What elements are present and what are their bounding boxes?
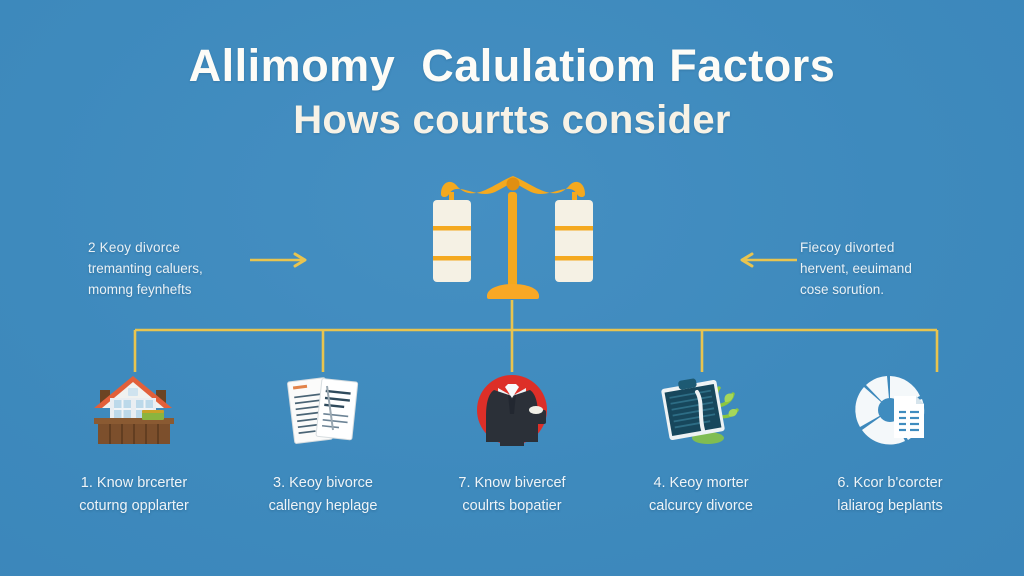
right-annotation: Fiecoy divorted hervent, eeuimand cose s…	[800, 238, 1000, 301]
factor-caption-line-2: coulrts bopatier	[462, 498, 562, 515]
left-annotation-line-3: momng feynhefts	[88, 281, 192, 297]
pie-chart-document-icon	[842, 372, 938, 448]
factor-item-caption: 3. Keoy bivorce callengy heplage	[269, 472, 378, 518]
factor-item[interactable]: 4. Keoy morter calcurcy divorce	[613, 372, 789, 518]
factor-item-caption: 6. Kcor b'corcter laliarog beplants	[837, 472, 943, 518]
factor-item-caption: 4. Keoy morter calcurcy divorce	[649, 472, 753, 518]
left-annotation-line-1: 2 Keoy divorce	[88, 240, 181, 255]
arrow-right-icon	[250, 252, 307, 268]
factor-item[interactable]: 7. Know bivercef coulrts bopatier	[424, 372, 600, 518]
balance-scales-icon	[433, 176, 593, 299]
title-block: Allimomy Calulatiom Factors Hows courtts…	[0, 40, 1024, 144]
factor-item-caption: 7. Know bivercef coulrts bopatier	[458, 472, 565, 518]
arrow-left-icon	[740, 252, 797, 268]
courthouse-icon	[86, 372, 182, 448]
factor-caption-line-2: laliarog beplants	[837, 498, 943, 515]
factor-caption-line-2: coturng opplarter	[79, 498, 189, 515]
factor-caption-line-1: 7. Know bivercef	[458, 475, 566, 491]
factor-caption-line-1: 1. Know brcerter	[80, 475, 188, 491]
suit-person-icon	[464, 372, 560, 448]
page-subtitle: Hows courtts consider	[293, 97, 731, 142]
documents-icon	[275, 372, 371, 448]
factor-caption-line-1: 4. Keoy morter	[653, 475, 749, 491]
factor-item[interactable]: 1. Know brcerter coturng opplarter	[46, 372, 222, 518]
factor-item[interactable]: 6. Kcor b'corcter laliarog beplants	[802, 372, 978, 518]
right-annotation-line-1: Fiecoy divorted	[800, 240, 895, 255]
left-annotation: 2 Keoy divorce tremanting caluers, momng…	[88, 238, 288, 301]
factor-caption-line-2: callengy heplage	[268, 498, 378, 515]
page-title: Allimomy Calulatiom Factors	[188, 40, 836, 91]
right-annotation-line-2: hervent, eeuimand	[800, 260, 912, 276]
clipboard-plant-icon	[653, 372, 749, 448]
left-annotation-line-2: tremanting caluers,	[88, 260, 203, 276]
factor-items-row: 1. Know brcerter coturng opplarter	[0, 372, 1024, 518]
factor-caption-line-1: 6. Kcor b'corcter	[837, 475, 943, 491]
factor-caption-line-2: calcurcy divorce	[649, 498, 753, 515]
factor-item-caption: 1. Know brcerter coturng opplarter	[79, 472, 189, 518]
connector-lines	[133, 300, 939, 372]
factor-item[interactable]: 3. Keoy bivorce callengy heplage	[235, 372, 411, 518]
factor-caption-line-1: 3. Keoy bivorce	[273, 475, 373, 491]
right-annotation-line-3: cose sorution.	[800, 281, 885, 297]
